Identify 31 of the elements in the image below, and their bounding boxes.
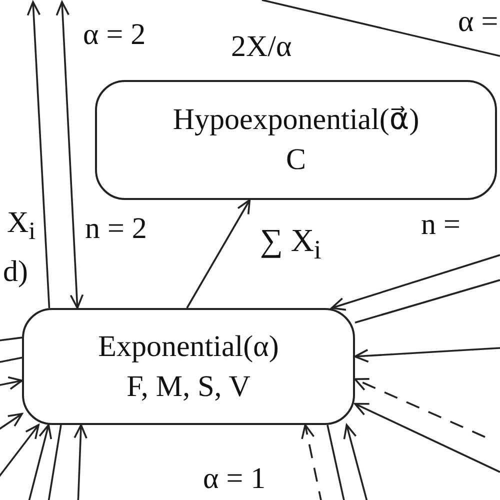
arrow bbox=[0, 376, 23, 390]
math-label: α = 1 bbox=[202, 462, 266, 496]
arrow bbox=[343, 424, 369, 500]
math-label: d) bbox=[2, 255, 28, 289]
arrow bbox=[354, 378, 486, 438]
node-title: Hypoexponential(α⃗) bbox=[172, 102, 420, 138]
arrow bbox=[186, 199, 251, 308]
math-label: 2X/α bbox=[230, 30, 292, 64]
math-label: α = 2 bbox=[82, 18, 146, 52]
arrow bbox=[27, 424, 52, 500]
arrow bbox=[301, 424, 323, 500]
node-title: Exponential(α) bbox=[98, 328, 279, 364]
connector-line bbox=[0, 336, 22, 342]
arrow bbox=[354, 402, 500, 473]
arrow bbox=[56, 1, 84, 309]
arrow bbox=[26, 1, 50, 308]
connector-line bbox=[354, 279, 500, 324]
rounded-box bbox=[95, 80, 497, 200]
node-subtitle: F, M, S, V bbox=[126, 368, 250, 404]
node-subtitle: C bbox=[286, 142, 306, 178]
rounded-box bbox=[22, 308, 355, 425]
connector-line bbox=[47, 424, 62, 500]
arrow bbox=[74, 424, 88, 500]
arrow bbox=[354, 347, 500, 363]
connector-line bbox=[0, 356, 22, 364]
arrow bbox=[330, 254, 500, 311]
connector-line bbox=[326, 424, 346, 500]
math-label: α = bbox=[457, 5, 498, 39]
math-label: n = bbox=[420, 208, 460, 242]
math-label: X$_{i}$ bbox=[6, 206, 36, 247]
math-label: n = 2 bbox=[84, 212, 147, 246]
